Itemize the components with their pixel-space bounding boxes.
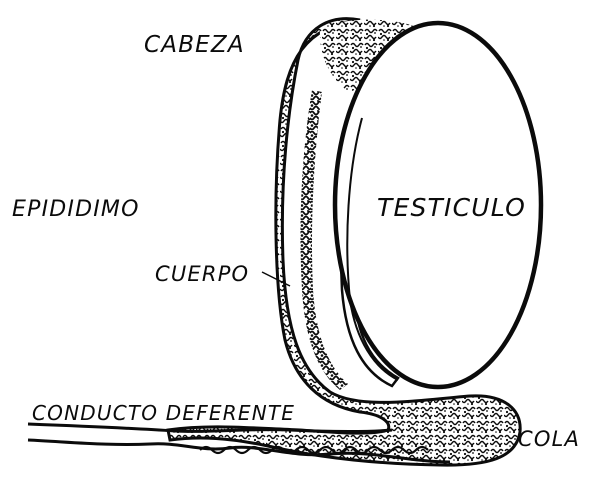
label-cola: COLA xyxy=(518,427,580,451)
label-testiculo: TESTICULO xyxy=(377,193,526,222)
label-epididimo: EPIDIDIMO xyxy=(12,197,140,222)
label-cuerpo: CUERPO xyxy=(155,262,249,286)
label-cabeza: CABEZA xyxy=(144,32,245,58)
label-conducto-deferente: CONDUCTO DEFERENTE xyxy=(32,401,295,425)
